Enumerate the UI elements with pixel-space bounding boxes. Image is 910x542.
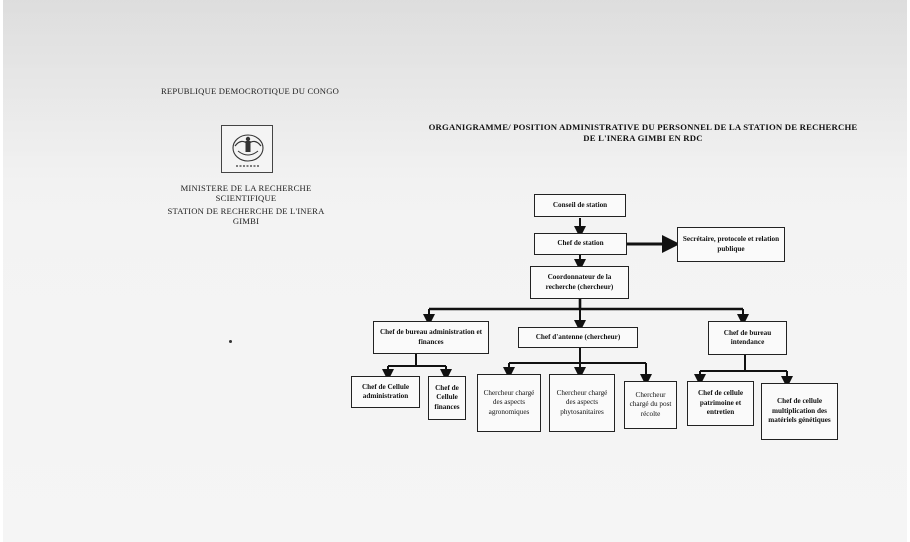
chercheur-post-recolte-box: Chercheur chargé du post récolte [624, 381, 677, 429]
chercheur-agronomiques-box: Chercheur chargé des aspects agronomique… [477, 374, 541, 432]
scanned-page: REPUBLIQUE DEMOCROTIQUE DU CONGO MINISTE… [3, 0, 907, 542]
coordonnateur-box: Coordonnateur de la recherche (chercheur… [530, 266, 629, 299]
cellule-multiplication-box: Chef de cellule multiplication des matér… [761, 383, 838, 440]
chercheur-phytosanitaires-box: Chercheur chargé des aspects phytosanita… [549, 374, 615, 432]
chef-bureau-intendance-box: Chef de bureau intendance [708, 321, 787, 355]
cellule-administration-box: Chef de Cellule administration [351, 376, 420, 408]
cellule-finances-box: Chef de Cellule finances [428, 376, 466, 420]
chef-antenne-box: Chef d'antenne (chercheur) [518, 327, 638, 348]
ministry-heading: MINISTERE DE LA RECHERCHE SCIENTIFIQUE [180, 183, 312, 203]
inera-emblem-icon [221, 125, 273, 173]
chef-de-station-box: Chef de station [534, 233, 627, 255]
station-heading: STATION DE RECHERCHE DE L'INERA GIMBI [167, 206, 325, 226]
chef-bureau-administration-box: Chef de bureau administration et finance… [373, 321, 489, 354]
scan-speck [229, 340, 232, 343]
country-heading: REPUBLIQUE DEMOCROTIQUE DU CONGO [160, 86, 340, 96]
org-chart-connectors [382, 218, 793, 388]
conseil-de-station-box: Conseil de station [534, 194, 626, 217]
document-title: ORGANIGRAMME/ POSITION ADMINISTRATIVE DU… [428, 122, 858, 143]
cellule-patrimoine-box: Chef de cellule patrimoine et entretien [687, 381, 754, 426]
secretaire-box: Secrétaire, protocole et relation publiq… [677, 227, 785, 262]
